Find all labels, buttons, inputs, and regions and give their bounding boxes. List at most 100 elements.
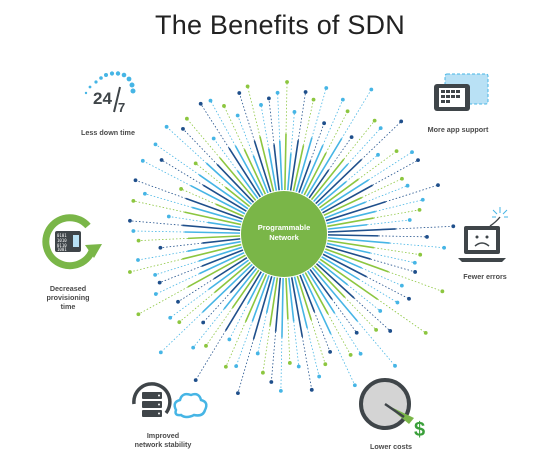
- burst-ray-dotted: [327, 313, 351, 356]
- burst-ray-dotted: [179, 291, 216, 323]
- burst-ray-dotted: [378, 235, 427, 238]
- burst-dot: [237, 91, 242, 95]
- burst-dot: [259, 103, 263, 107]
- burst-dot: [340, 97, 345, 102]
- burst-ray-dotted: [358, 150, 397, 180]
- burst-ray-dotted: [285, 82, 288, 134]
- burst-dot: [285, 80, 289, 84]
- burst-dot: [168, 315, 173, 320]
- burst-dot: [354, 330, 359, 335]
- programmable-network-hub: [241, 191, 327, 277]
- burst-ray-dotted: [160, 242, 203, 249]
- svg-text:1010: 1010: [57, 238, 67, 243]
- burst-ray-dotted: [159, 265, 203, 283]
- burst-dot: [269, 380, 274, 384]
- dollar-icon: $: [414, 419, 425, 441]
- burst-ray-dotted: [129, 220, 183, 226]
- burst-dot: [153, 272, 158, 277]
- burst-ray-dotted: [210, 100, 236, 147]
- burst-ray: [327, 236, 390, 244]
- burst-ray-dotted: [385, 184, 439, 203]
- page-title: The Benefits of SDN: [155, 10, 405, 40]
- burst-dot: [153, 142, 158, 147]
- provisioning-label-line2: provisioning: [46, 293, 90, 302]
- burst-ray: [308, 169, 330, 199]
- burst-ray-dotted: [169, 288, 210, 319]
- burst-ray: [215, 203, 245, 218]
- burst-dot: [157, 280, 162, 285]
- fewer-errors-label: Fewer errors: [463, 272, 507, 281]
- burst-ray: [228, 147, 261, 198]
- burst-dot: [198, 101, 203, 106]
- burst-ray-dotted: [377, 298, 426, 334]
- burst-ray: [182, 224, 241, 232]
- burst-dot: [352, 383, 357, 388]
- burst-ray: [296, 275, 313, 321]
- burst-ray-dotted: [195, 163, 226, 188]
- burst-ray: [182, 243, 242, 260]
- burst-dot: [420, 197, 425, 202]
- burst-dot: [399, 283, 404, 288]
- burst-ray-dotted: [301, 336, 313, 390]
- burst-dot: [140, 158, 145, 163]
- hub-label-line1: Programmable: [257, 223, 311, 232]
- burst-ray-dotted: [277, 92, 281, 141]
- burst-dot: [234, 364, 239, 369]
- svg-text:0110: 0110: [57, 243, 67, 248]
- burst-ray-dotted: [138, 237, 189, 242]
- burst-ray: [323, 196, 363, 217]
- burst-ray: [234, 145, 264, 196]
- burst-ray-dotted: [200, 103, 230, 149]
- burst-ray: [190, 184, 246, 215]
- burst-dot: [410, 150, 414, 155]
- provisioning-label-line3: time: [60, 302, 76, 311]
- burst-ray-dotted: [155, 260, 200, 276]
- burst-ray: [309, 268, 333, 300]
- burst-ray-dotted: [361, 121, 402, 160]
- burst-dot: [399, 119, 404, 124]
- burst-ray-dotted: [388, 271, 443, 292]
- burst-ray-dotted: [260, 104, 270, 149]
- clock-24-7-icon: 24 7: [84, 71, 136, 115]
- decreased-provisioning-label: Decreased provisioning time: [33, 284, 103, 311]
- burst-dot: [345, 109, 350, 114]
- burst-dot: [303, 90, 308, 94]
- burst-ray-dotted: [186, 118, 221, 159]
- burst-ray-dotted: [135, 179, 187, 199]
- burst-ray-dotted: [358, 278, 398, 303]
- burst-ray-dotted: [195, 330, 227, 381]
- burst-ray-dotted: [155, 273, 200, 295]
- burst-dot: [423, 330, 428, 335]
- burst-ray-dotted: [290, 111, 295, 154]
- burst-ray: [307, 270, 336, 314]
- burst-ray: [281, 277, 284, 338]
- burst-dot: [369, 87, 374, 92]
- burst-ray: [184, 211, 242, 226]
- burst-dot: [407, 218, 412, 222]
- burst-dot: [372, 118, 377, 123]
- burst-dot: [451, 224, 456, 229]
- burst-dot: [153, 292, 158, 296]
- burst-ray-dotted: [373, 209, 420, 219]
- burst-ray-dotted: [133, 230, 185, 233]
- burst-dot: [395, 300, 400, 305]
- burst-ray-dotted: [205, 307, 233, 347]
- burst-ray: [322, 184, 373, 214]
- burst-ray: [244, 273, 268, 322]
- burst-ray-dotted: [343, 120, 375, 160]
- laptop-error-icon: [458, 207, 508, 262]
- burst-ray-dotted: [341, 89, 372, 139]
- burst-ray: [187, 240, 241, 252]
- burst-ray-dotted: [389, 242, 445, 249]
- burst-ray-dotted: [366, 219, 410, 226]
- burst-dot: [278, 388, 283, 393]
- burst-ray-dotted: [322, 99, 344, 146]
- burst-dot: [245, 84, 250, 89]
- burst-ray: [301, 273, 332, 335]
- burst-dot: [158, 245, 163, 250]
- burst-ray: [273, 144, 280, 191]
- burst-ray-dotted: [192, 308, 225, 348]
- burst-ray-dotted: [293, 321, 300, 367]
- burst-ray: [325, 200, 386, 222]
- burst-ray: [202, 238, 241, 244]
